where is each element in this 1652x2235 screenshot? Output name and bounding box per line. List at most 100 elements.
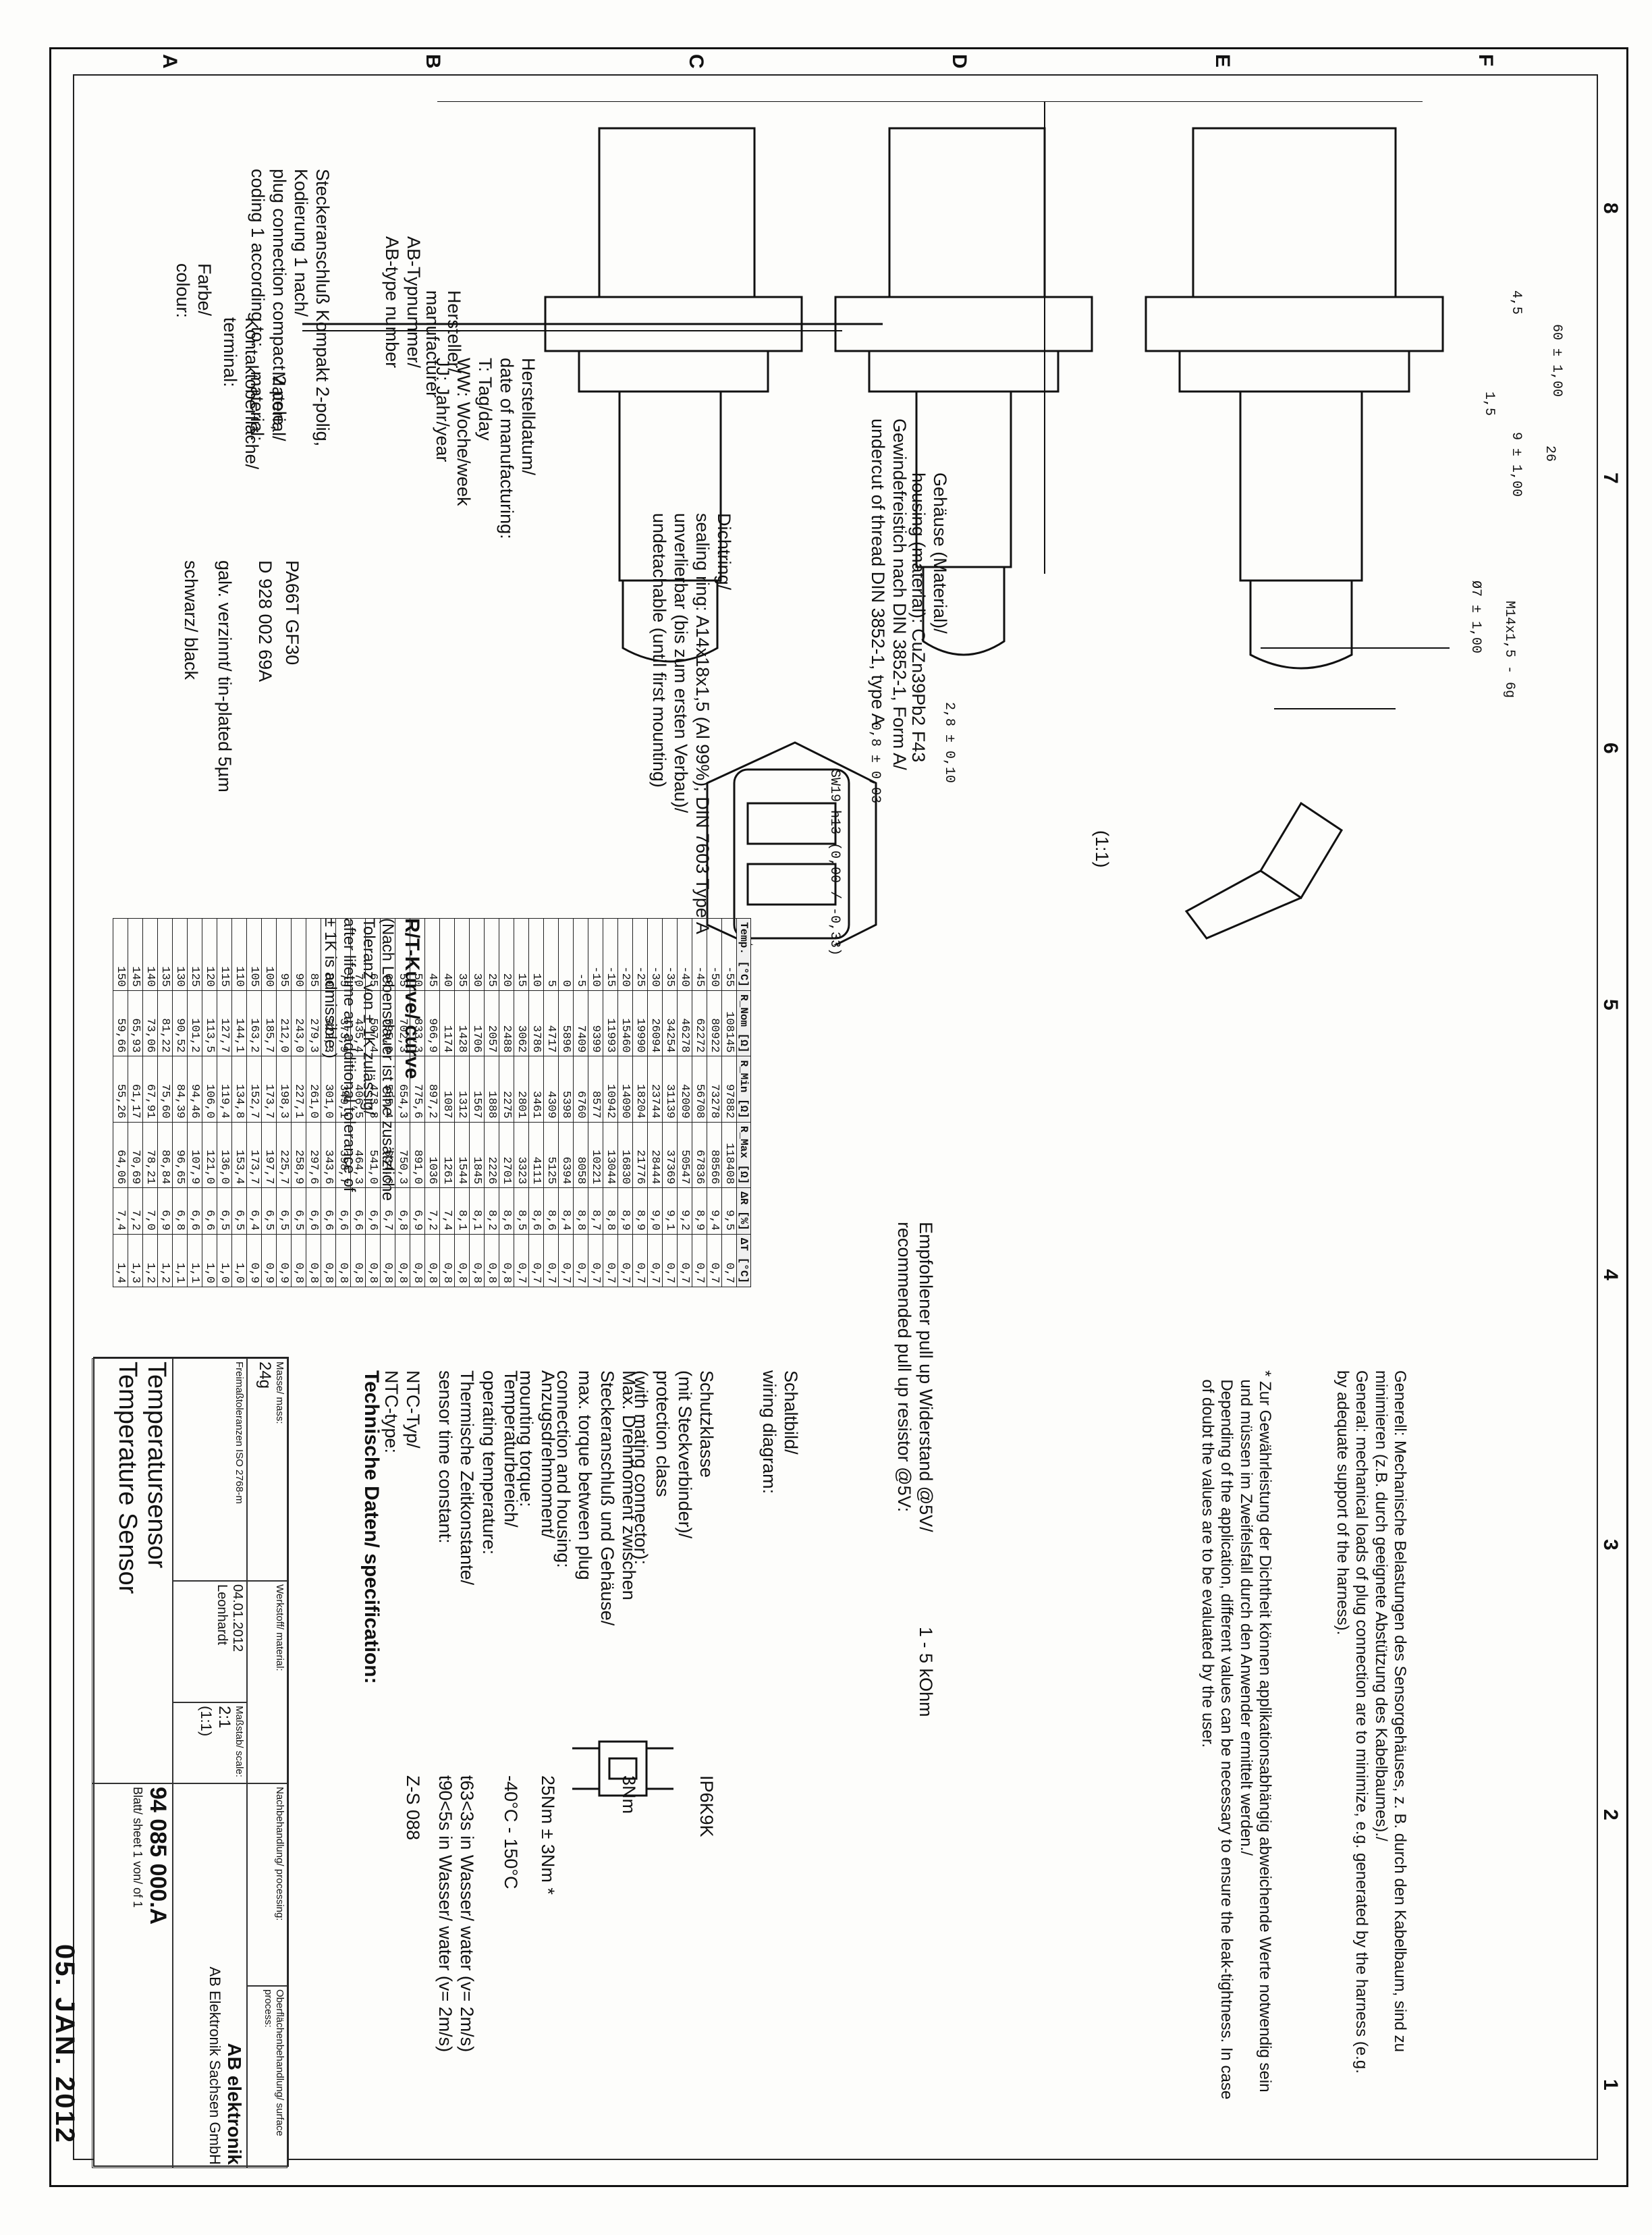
rt-cell: 7,2 — [128, 1187, 143, 1235]
rt-cell: 6,6 — [306, 1187, 321, 1235]
rt-cell: 110 — [231, 918, 247, 991]
rt-cell: 108145 — [721, 990, 737, 1056]
rt-cell: 1312 — [454, 1056, 470, 1123]
zone-row-a: A — [159, 54, 181, 69]
rt-cell: 197,7 — [261, 1122, 277, 1188]
rt-cell: 70,69 — [128, 1122, 143, 1188]
zone-row-b: B — [422, 54, 444, 69]
rt-cell: 125 — [187, 918, 202, 991]
rt-cell: 31139 — [662, 1056, 678, 1123]
title-block: Masse/ mass: 24g Werkstoff/ material: Na… — [92, 1357, 289, 2168]
rt-cell: 654,3 — [395, 1056, 410, 1123]
rt-cell: 2801 — [514, 1056, 529, 1123]
tolerance-cell: Freimaßtoleranzen ISO 2768-m — [173, 1358, 247, 1581]
rt-cell: 73278 — [707, 1056, 722, 1123]
rt-cell: 4111 — [528, 1122, 544, 1188]
company-logo: AB elektronik — [224, 2043, 245, 2165]
rt-cell: 8,1 — [454, 1187, 470, 1235]
rt-cell: 473,8 — [365, 1056, 381, 1123]
rt-cell: 26094 — [647, 990, 663, 1056]
rt-cell: 0,7 — [647, 1234, 663, 1287]
rt-cell: 1,0 — [217, 1234, 232, 1287]
spec-value: Z-S 088 — [403, 1775, 423, 1841]
rt-cell: 0,8 — [306, 1234, 321, 1287]
dim-9: 9 ± 1,00 — [1508, 432, 1524, 497]
rt-cell: -30 — [647, 918, 663, 991]
rt-cell: 6,5 — [261, 1187, 277, 1235]
rt-cell: 3461 — [528, 1056, 544, 1123]
spec-label: Thermische Zeitkonstante/ sensor time co… — [435, 1370, 477, 1586]
rt-cell: 1,3 — [128, 1234, 143, 1287]
rt-cell: -35 — [662, 918, 678, 991]
rt-cell: 8,8 — [603, 1187, 618, 1235]
rt-cell: 15 — [514, 918, 529, 991]
rt-cell: 6394 — [558, 1122, 574, 1188]
zone-row-c: C — [685, 54, 707, 69]
rt-cell: 9,5 — [721, 1187, 737, 1235]
rt-cell: -10 — [588, 918, 603, 991]
rt-cell: 6,9 — [410, 1187, 425, 1235]
rt-cell: 6,9 — [157, 1187, 173, 1235]
callout-sealing: Dichtring/ sealing ring: A14x18x1,5 (Al … — [649, 513, 734, 934]
material-cell: Werkstoff/ material: — [247, 1581, 287, 1783]
dim-15: 1,5 — [1481, 392, 1497, 416]
rt-cell: 65 — [365, 918, 381, 991]
rt-cell: 6,8 — [395, 1187, 410, 1235]
rt-cell: 6,5 — [291, 1187, 306, 1235]
hex-end-view — [706, 741, 877, 945]
rt-cell: 0 — [558, 918, 574, 991]
rt-cell: 106,0 — [202, 1056, 217, 1123]
spec-value: -40°C - 150°C — [501, 1775, 521, 1889]
rt-cell: 101,2 — [187, 990, 202, 1056]
rt-cell: 8577 — [588, 1056, 603, 1123]
rt-cell: 0,8 — [350, 1234, 366, 1287]
rt-cell: 833,3 — [410, 990, 425, 1056]
zone-col-5: 4 — [1599, 1269, 1622, 1281]
rt-cell: 7,4 — [439, 1187, 455, 1235]
rt-cell: 6,6 — [187, 1187, 202, 1235]
rt-cell: 702,3 — [395, 990, 410, 1056]
zone-col-4: 5 — [1599, 999, 1622, 1011]
rt-cell: 85 — [306, 918, 321, 991]
rt-cell: -50 — [707, 918, 722, 991]
connector-body-view1 — [1192, 127, 1397, 298]
rt-cell: 86,84 — [157, 1122, 173, 1188]
rt-cell: 0,7 — [514, 1234, 529, 1287]
rt-cell: 343,6 — [321, 1122, 336, 1188]
rt-cell: 1261 — [439, 1122, 455, 1188]
rt-cell: 61,17 — [128, 1056, 143, 1123]
company-cell: AB elektronik AB Elektronik Sachsen GmbH — [173, 1783, 247, 2168]
spec-value: 25Nm ± 3Nm * — [538, 1775, 558, 1895]
rt-cell: -45 — [692, 918, 707, 991]
zone-col-3: 6 — [1599, 743, 1622, 754]
rt-cell: 301,0 — [321, 1056, 336, 1123]
rt-cell: 9399 — [588, 990, 603, 1056]
rt-cell: 0,7 — [692, 1234, 707, 1287]
rt-cell: 6,5 — [231, 1187, 247, 1235]
rt-cell: 67836 — [692, 1122, 707, 1188]
zone-col-8: 1 — [1599, 2079, 1622, 2091]
rt-cell: 6,7 — [380, 1187, 395, 1235]
rt-cell: 136,0 — [217, 1122, 232, 1188]
rt-cell: 46278 — [677, 990, 692, 1056]
rt-cell: 5125 — [543, 1122, 559, 1188]
rt-cell: 1174 — [439, 990, 455, 1056]
scale-cell: Maßstab/ scale: 2:1 (1:1) — [173, 1702, 247, 1783]
rt-cell: 507,4 — [365, 990, 381, 1056]
spec-value: 1 - 5 kOhm — [916, 1627, 936, 1717]
rt-cell: 6,6 — [321, 1187, 336, 1235]
rt-cell: 0,7 — [558, 1234, 574, 1287]
rt-cell: 225,7 — [276, 1122, 292, 1188]
rt-cell: 8,8 — [573, 1187, 588, 1235]
rt-cell: 21776 — [632, 1122, 648, 1188]
rt-cell: 373,9 — [335, 990, 351, 1056]
